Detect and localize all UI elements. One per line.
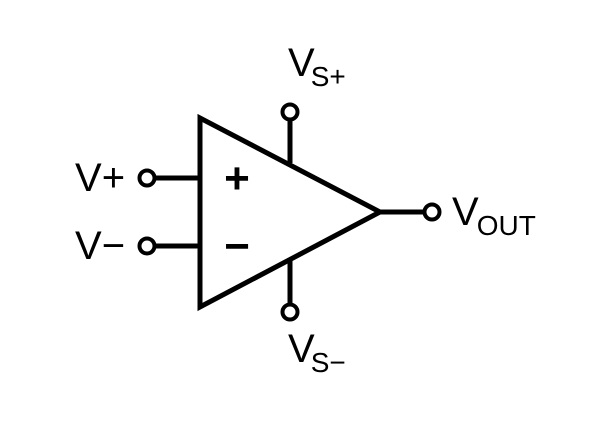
v-plus-suffix: + bbox=[102, 156, 125, 200]
v-supply-pos-sub: S+ bbox=[311, 61, 346, 92]
v-supply-neg-label: VS− bbox=[288, 327, 346, 378]
opamp-triangle bbox=[197, 113, 386, 312]
v-plus-label: V+ bbox=[75, 156, 125, 200]
inverting-symbol: − bbox=[224, 222, 250, 271]
inverting-terminal bbox=[137, 236, 157, 256]
output-terminal bbox=[422, 202, 442, 222]
v-supply-neg-sub: S− bbox=[311, 347, 346, 378]
v-out-sub: OUT bbox=[477, 210, 536, 241]
v-minus-main: V bbox=[75, 224, 102, 268]
non-inverting-symbol: + bbox=[224, 154, 250, 203]
non-inverting-terminal bbox=[137, 168, 157, 188]
negative-supply-terminal bbox=[280, 302, 300, 322]
v-plus-main: V bbox=[75, 156, 102, 200]
v-supply-pos-label: VS+ bbox=[288, 41, 346, 92]
v-supply-pos-main: V bbox=[288, 41, 315, 85]
v-out-label: VOUT bbox=[452, 190, 536, 241]
v-out-main: V bbox=[452, 190, 479, 234]
v-minus-label: V− bbox=[75, 224, 125, 268]
positive-supply-terminal bbox=[280, 102, 300, 122]
v-supply-neg-main: V bbox=[288, 327, 315, 371]
v-minus-suffix: − bbox=[102, 224, 125, 268]
